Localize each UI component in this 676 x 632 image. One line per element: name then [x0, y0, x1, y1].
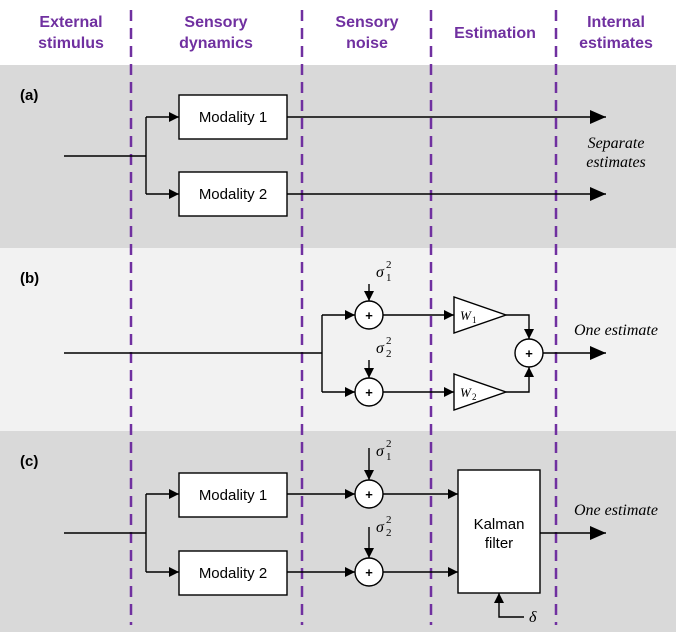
panel-c-sum-node-2: + [354, 557, 384, 587]
header-line: Internal [587, 14, 645, 31]
panel-c-modality-1-box: Modality 1 [178, 472, 288, 518]
modality-label: Modality 1 [199, 487, 267, 504]
sigma-superscript: 2 [386, 438, 392, 450]
panel-c-label: (c) [20, 453, 38, 470]
header-line: dynamics [179, 35, 253, 52]
panel-b-weight-2-gain: W 2 [453, 373, 509, 411]
weight-subscript: 2 [472, 392, 477, 402]
modality-label: Modality 2 [199, 186, 267, 203]
column-header-sensory-dynamics: Sensory dynamics [179, 14, 253, 52]
sum-symbol: + [365, 308, 373, 323]
panel-b-background [0, 248, 676, 431]
sum-symbol: + [525, 346, 533, 361]
panel-c-kalman-filter-box: Kalman filter [457, 469, 541, 594]
header-line: Estimation [454, 25, 536, 42]
header-line: External [39, 14, 102, 31]
sum-symbol: + [365, 487, 373, 502]
panel-a-modality-1-box: Modality 1 [178, 94, 288, 140]
sigma-superscript: 2 [386, 259, 392, 271]
weight-symbol: W [460, 385, 472, 400]
panel-a-wiring [64, 110, 606, 201]
panel-c-noise-1-label: σ 2 1 [376, 438, 392, 463]
sigma-symbol: σ [376, 519, 385, 536]
output-label-line: estimates [586, 154, 646, 171]
sigma-symbol: σ [376, 340, 385, 357]
panel-c-wiring [64, 448, 606, 618]
header-line: estimates [579, 35, 653, 52]
sigma-symbol: σ [376, 443, 385, 460]
sigma-subscript: 2 [386, 527, 392, 539]
panel-b-final-sum-node: + [514, 338, 544, 368]
kalman-filter-label-line: filter [485, 535, 513, 552]
sigma-symbol: σ [376, 264, 385, 281]
panel-b-sum-node-1: + [354, 300, 384, 330]
output-label-line: Separate [588, 135, 645, 152]
column-header-external-stimulus: External stimulus [38, 14, 104, 52]
sum-symbol: + [365, 385, 373, 400]
kalman-filter-label-line: Kalman [474, 516, 525, 533]
sigma-subscript: 2 [386, 348, 392, 360]
header-line: stimulus [38, 35, 104, 52]
panel-b-label: (b) [20, 270, 39, 287]
panel-a-label: (a) [20, 87, 38, 104]
panel-a-output-label: Separate estimates [586, 135, 646, 171]
panel-c-output-label: One estimate [574, 502, 658, 519]
panel-b-wiring [64, 284, 606, 397]
column-header-sensory-noise: Sensory noise [335, 14, 398, 52]
modality-label: Modality 2 [199, 565, 267, 582]
sigma-subscript: 1 [386, 272, 392, 284]
column-header-internal-estimates: Internal estimates [579, 14, 653, 52]
sum-symbol: + [365, 565, 373, 580]
panel-c-delta-label: δ [529, 609, 537, 626]
panel-b-noise-2-label: σ 2 2 [376, 335, 392, 360]
panel-c-background [0, 431, 676, 632]
panel-b-sum-node-2: + [354, 377, 384, 407]
panel-c-sum-node-1: + [354, 479, 384, 509]
panel-b-output-label: One estimate [574, 322, 658, 339]
panel-b-noise-1-label: σ 2 1 [376, 259, 392, 284]
header-line: Sensory [184, 14, 247, 31]
sigma-superscript: 2 [386, 335, 392, 347]
weight-subscript: 1 [472, 315, 477, 325]
panel-c-modality-2-box: Modality 2 [178, 550, 288, 596]
sigma-superscript: 2 [386, 514, 392, 526]
sigma-subscript: 1 [386, 451, 392, 463]
column-header-estimation: Estimation [454, 25, 536, 42]
header-line: noise [346, 35, 388, 52]
panel-b-weight-1-gain: W 1 [453, 296, 509, 334]
panel-c-noise-2-label: σ 2 2 [376, 514, 392, 539]
weight-symbol: W [460, 308, 472, 323]
panel-a-modality-2-box: Modality 2 [178, 171, 288, 217]
header-line: Sensory [335, 14, 398, 31]
modality-label: Modality 1 [199, 109, 267, 126]
